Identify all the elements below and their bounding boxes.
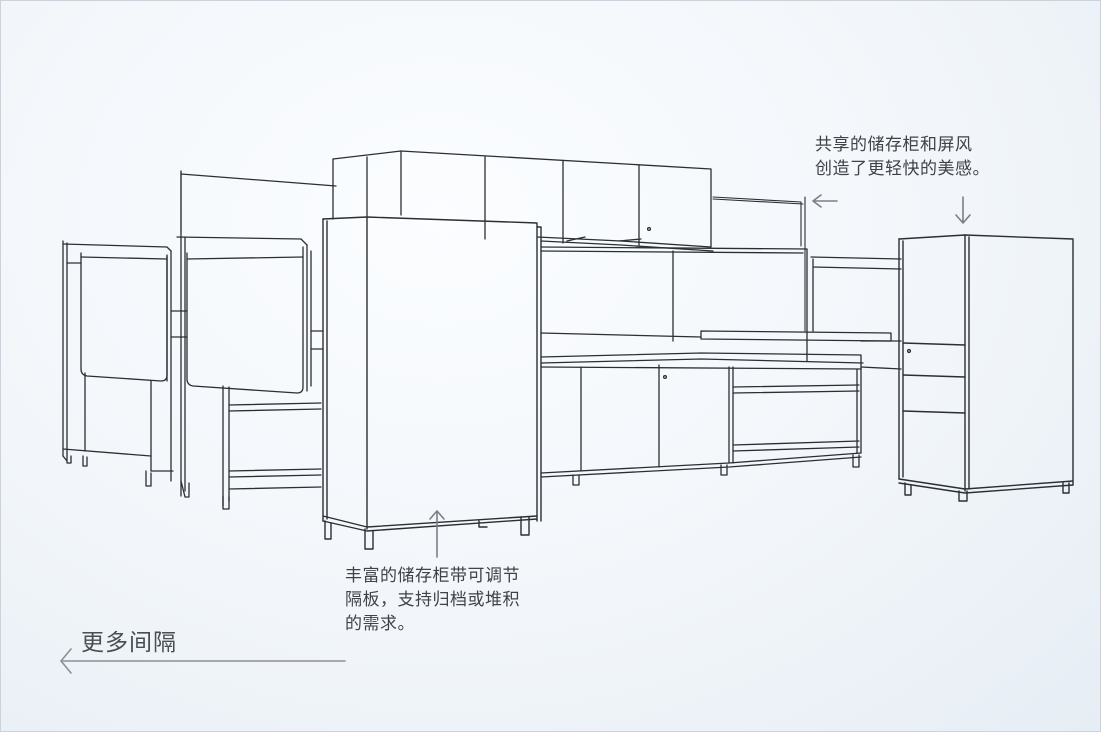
right-storage-cabinet xyxy=(898,234,1074,502)
arrow-left-icon xyxy=(812,194,838,208)
caption-line: 共享的储存柜和屏风 xyxy=(815,135,973,155)
upper-cabinets xyxy=(332,150,714,252)
caption-line: 的需求。 xyxy=(345,614,415,634)
more-spacing-label: 更多间隔 xyxy=(81,630,177,656)
annotation-arrows xyxy=(429,194,971,558)
caption-line: 创造了更轻快的美感。 xyxy=(815,159,990,179)
back-arrow-icon xyxy=(60,648,346,674)
dimension-lines xyxy=(180,170,806,332)
caption-line: 隔板，支持归档或堆积 xyxy=(345,590,520,610)
desk-unit-left xyxy=(62,240,174,487)
tall-storage-cabinet xyxy=(322,216,542,550)
low-credenza xyxy=(540,352,902,486)
screen-partition xyxy=(540,246,902,362)
shared-storage-caption: 共享的储存柜和屏风 创造了更轻快的美感。 xyxy=(815,133,990,181)
arrow-down-icon xyxy=(955,196,971,224)
more-spacing-link[interactable]: 更多间隔 xyxy=(59,619,359,679)
desk-unit-middle-left xyxy=(170,170,337,510)
rich-storage-caption: 丰富的储存柜带可调节 隔板，支持归档或堆积 的需求。 xyxy=(345,564,520,636)
caption-line: 丰富的储存柜带可调节 xyxy=(345,566,520,586)
arrow-up-icon xyxy=(429,510,445,558)
